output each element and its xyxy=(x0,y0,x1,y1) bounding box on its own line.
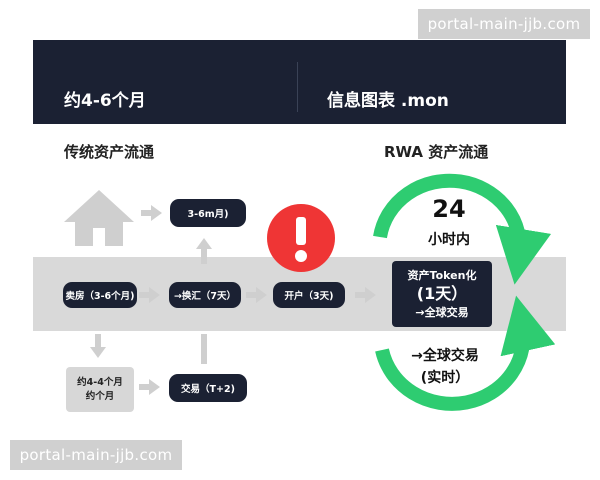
house-icon xyxy=(64,190,134,246)
connector-line xyxy=(201,334,207,364)
duration-line-2: 约个月 xyxy=(85,390,115,402)
rwa-realtime: (实时） xyxy=(420,370,470,386)
arrow-down-icon xyxy=(90,334,106,358)
gray-arrows xyxy=(90,205,376,395)
traditional-title: 传统资产流通 xyxy=(64,143,155,161)
watermark-top: portal-main-jjb.com xyxy=(418,9,590,39)
rwa-tokenization-box: 资产Token化 (1天） →全球交易 xyxy=(392,261,492,327)
rwa-title: RWA 资产流通 xyxy=(384,143,489,161)
step-open-account: 开户（3天) xyxy=(273,282,345,308)
rwa-hours-label: 小时内 xyxy=(428,232,470,248)
rwa-box-line-2: (1天） xyxy=(416,284,468,303)
duration-line-1: 约4-4个月 xyxy=(77,376,123,388)
arrow-right-icon xyxy=(246,287,267,303)
arrow-right-icon xyxy=(139,287,160,303)
cycle-arrow-icon xyxy=(373,173,556,411)
step-trade: 交易（T+2) xyxy=(169,374,247,402)
rwa-global-trade: →全球交易 xyxy=(411,348,479,364)
watermark-bottom: portal-main-jjb.com xyxy=(10,440,182,470)
arrow-up-icon xyxy=(196,238,212,264)
step-3-6-months: 3-6m月) xyxy=(170,199,246,227)
header-right-title: 信息图表 .mon xyxy=(327,91,449,111)
rwa-box-line-3: →全球交易 xyxy=(415,306,469,319)
rwa-box-line-1: 资产Token化 xyxy=(407,269,477,282)
arrow-right-icon xyxy=(355,287,376,303)
rwa-hours-value: 24 xyxy=(432,195,466,223)
header-divider xyxy=(297,62,298,112)
arrow-right-icon xyxy=(141,205,162,221)
step-currency-exchange: →换汇（7天） xyxy=(169,282,241,308)
duration-box: 约4-4个月 约个月 xyxy=(66,367,134,412)
arrow-right-icon xyxy=(139,379,160,395)
header-left-title: 约4-6个月 xyxy=(64,91,146,111)
step-sell-house: 卖房（3-6个月) xyxy=(63,282,137,308)
warning-icon xyxy=(267,204,335,272)
header-bar xyxy=(33,40,566,124)
